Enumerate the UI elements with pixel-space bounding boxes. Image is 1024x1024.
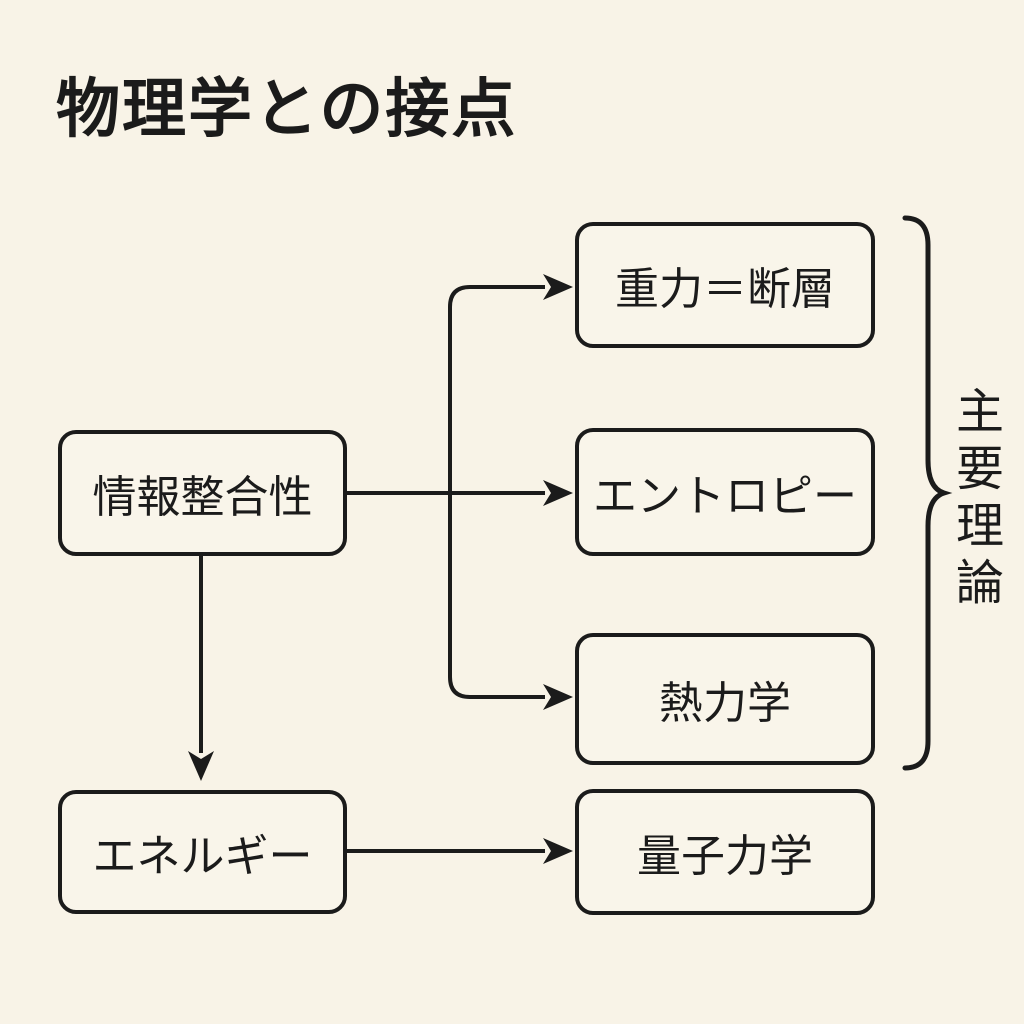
node-entropy: エントロピー [575, 428, 875, 556]
node-thermodynamics: 熱力学 [575, 633, 875, 765]
node-energy: エネルギー [58, 790, 347, 914]
arrowhead-to-quantum [543, 838, 573, 864]
node-entropy-label: エントロピー [593, 472, 857, 521]
node-quantum-mechanics-label: 量子力学 [637, 832, 813, 881]
group-brace [902, 215, 953, 771]
node-info-integrity-label: 情報整合性 [92, 473, 313, 522]
arrow-branch-line [448, 285, 545, 699]
arrowhead-to-gravity [543, 274, 573, 300]
arrowhead-to-thermodynamics [543, 684, 573, 710]
node-energy-label: エネルギー [92, 832, 313, 881]
group-label-main-theories: 主要理論 [948, 386, 1001, 614]
node-thermodynamics-label: 熱力学 [659, 679, 791, 728]
arrowhead-to-energy [188, 751, 214, 781]
node-info-integrity: 情報整合性 [58, 430, 347, 556]
node-gravity-fault: 重力＝断層 [575, 222, 875, 348]
node-quantum-mechanics: 量子力学 [575, 789, 875, 915]
node-gravity-fault-label: 重力＝断層 [615, 265, 835, 314]
arrowhead-to-entropy [543, 480, 573, 506]
page-title: 物理学との接点 [56, 73, 518, 145]
